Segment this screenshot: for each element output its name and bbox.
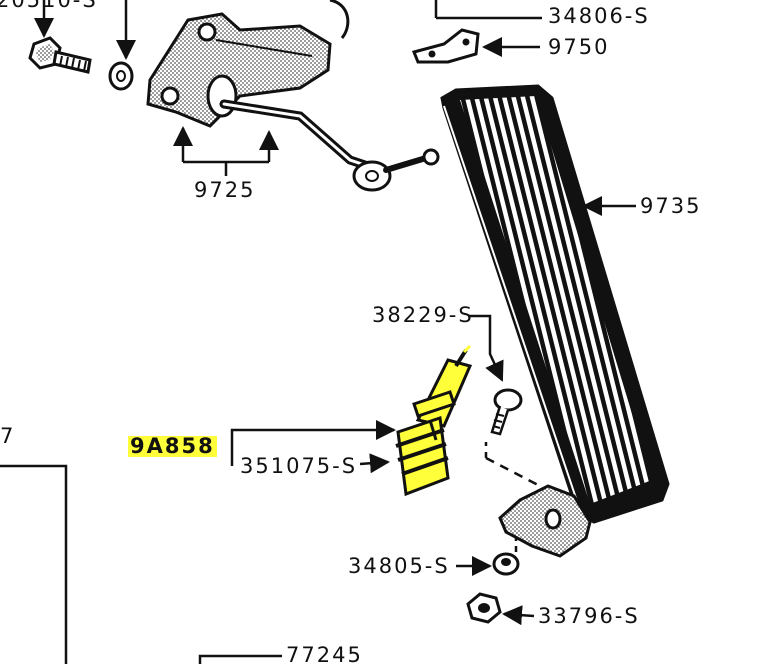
screw-arrow xyxy=(468,314,504,382)
lock-washer-icon xyxy=(492,552,520,576)
label-lock-washer: 34805-S xyxy=(348,554,450,578)
screw-icon xyxy=(490,388,523,436)
washer-icon xyxy=(108,61,134,91)
pedal-pad-icon xyxy=(440,84,670,524)
label-pedal-pad: 9735 xyxy=(640,194,702,218)
bracket-screw-leader xyxy=(434,0,542,20)
nut-icon xyxy=(466,592,502,624)
bolt-icon xyxy=(28,36,92,74)
bottom-part-leader xyxy=(198,654,282,664)
label-top-left-part: 20510-S xyxy=(0,0,98,12)
switch-nut-arrow xyxy=(359,453,390,474)
label-pedal-shaft: 9725 xyxy=(194,178,256,202)
pedal-bracket-icon xyxy=(146,0,440,192)
shaft-bracket-line xyxy=(183,160,269,176)
label-bottom-part: 77245 xyxy=(286,643,363,664)
label-pedal-clip: 9750 xyxy=(548,35,610,59)
label-switch-nut: 351075-S xyxy=(240,454,358,478)
label-left-edge-fragment: 7 xyxy=(0,424,16,448)
nut-arrow xyxy=(502,605,535,626)
switch-arrow xyxy=(230,420,396,456)
label-pad-screw: 38229-S xyxy=(372,303,474,327)
label-switch: 9A858 xyxy=(128,434,217,458)
switch-icon xyxy=(395,344,473,497)
label-nut: 33796-S xyxy=(538,604,640,628)
left-frame-line xyxy=(0,464,68,664)
clip-icon xyxy=(411,28,480,64)
label-bracket-screw: 34806-S xyxy=(548,4,650,28)
pedal-base-icon xyxy=(484,442,592,558)
